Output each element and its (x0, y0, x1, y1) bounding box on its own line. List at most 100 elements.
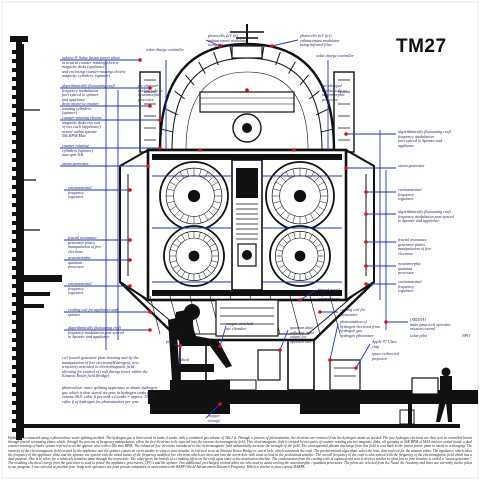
disk-spoke (187, 232, 190, 239)
tower-rung (12, 113, 16, 117)
quantum-data-collector (257, 349, 281, 381)
label-photovoltaic: photovoltaic water splitting apparatus t… (62, 385, 157, 404)
tower-rung (12, 203, 16, 207)
disk-spoke (211, 260, 218, 263)
node-dot (128, 258, 132, 262)
diagram-title: TM27 (396, 36, 447, 57)
operator-desk (404, 394, 448, 398)
disk-spoke (315, 264, 322, 269)
tower-rung (12, 302, 16, 306)
hull-rib (149, 295, 161, 335)
node-dot (354, 366, 358, 370)
dome-rib (275, 51, 281, 66)
tower-rung (12, 59, 16, 63)
tower-rung (12, 293, 16, 297)
node-dot (128, 188, 132, 192)
disk-spoke (206, 238, 212, 244)
tower-rung (12, 329, 16, 333)
leader-line (329, 323, 339, 361)
tower-rung (12, 392, 16, 396)
ground-operator (399, 367, 452, 425)
disk-spoke (174, 210, 180, 216)
tower-rung (12, 149, 16, 153)
node-dot (384, 320, 388, 324)
label-steam-generator-right: steam generator (398, 163, 425, 168)
tower-rung (12, 194, 16, 198)
disk-spoke (213, 188, 221, 191)
hull-rib (289, 295, 301, 335)
left-tower (10, 36, 62, 440)
label-solar-charge-controller-right: solar charge controller (316, 53, 354, 58)
disk-lower-left (163, 225, 225, 287)
node-dot (328, 358, 332, 362)
disk-spoke (315, 243, 322, 248)
disk-spoke (211, 249, 218, 252)
disk-spoke (179, 213, 185, 221)
leader-line (219, 325, 227, 347)
tower-rung (12, 77, 16, 81)
node-dot (364, 212, 368, 216)
dome-rib (185, 74, 195, 86)
tower-rung (12, 68, 16, 72)
disk-spoke (273, 188, 281, 191)
craft-dome (158, 42, 336, 152)
disk-spoke (305, 169, 308, 177)
description-paragraph: Hydrogen is extracted using a photovolta… (8, 436, 472, 470)
tower-rung (12, 266, 16, 270)
operator-monitor (411, 377, 439, 395)
tower-rung (12, 131, 16, 135)
disk-spoke (181, 271, 186, 278)
tower-rung (12, 347, 16, 351)
node-dot (146, 164, 150, 168)
disk-spoke (198, 273, 201, 280)
dome-rib (309, 90, 320, 100)
tower-rung (12, 257, 16, 261)
disk-spoke (198, 232, 201, 239)
tower-rung (12, 95, 16, 99)
leader-line (299, 289, 317, 301)
tower-rung (12, 365, 16, 369)
node-dot (278, 348, 282, 352)
node-dot (158, 118, 162, 122)
leader-line (279, 329, 289, 351)
disk-spoke (181, 234, 186, 241)
node-dot (364, 190, 368, 194)
connection-nodes (128, 44, 388, 406)
tower-rung (12, 311, 16, 315)
disk-spoke (293, 232, 296, 239)
disk-spoke (276, 249, 283, 252)
disk-spoke (209, 264, 216, 269)
disk-spoke (179, 171, 185, 179)
disk-hub (293, 189, 307, 203)
disk-spoke (282, 238, 288, 244)
disk-spoke (199, 215, 202, 223)
dome-rib (288, 61, 296, 74)
disk-spoke (285, 213, 291, 221)
disk-spoke (174, 176, 180, 182)
disk-spoke (275, 205, 283, 211)
node-dot (218, 344, 222, 348)
disk-spoke (317, 205, 325, 211)
disk-spoke (309, 213, 315, 221)
tower-rung (12, 374, 16, 378)
leader-line (355, 343, 371, 369)
